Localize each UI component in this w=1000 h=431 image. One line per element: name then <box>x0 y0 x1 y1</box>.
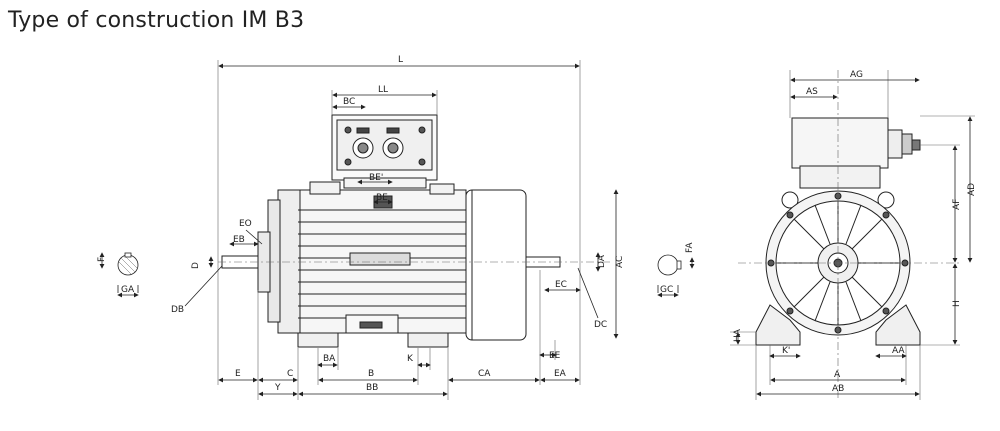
dim-B: B <box>368 369 374 379</box>
dim-AD: AD <box>967 183 977 196</box>
dim-AG: AG <box>850 70 863 80</box>
dim-L: L <box>398 55 403 65</box>
dim-GA: GA <box>121 285 135 295</box>
dim-E: E <box>235 369 241 379</box>
shaft-section-non-drive-end <box>657 254 695 298</box>
dim-FA: FA <box>685 242 695 253</box>
shaft-section-drive-end <box>99 252 139 298</box>
dim-EC: EC <box>555 280 567 290</box>
dim-AA: AA <box>892 346 905 356</box>
dim-DC: DC <box>594 320 607 330</box>
dim-K: K <box>407 354 414 364</box>
dim-EO: EO <box>239 219 252 229</box>
dim-BE: BE <box>376 193 388 203</box>
dim-F: F <box>97 257 107 262</box>
dim-GC: GC <box>660 285 673 295</box>
dim-BA: BA <box>323 354 336 364</box>
dim-C: C <box>287 369 293 379</box>
dim-K-prime: K' <box>782 346 790 356</box>
side-view-motor <box>221 114 561 348</box>
dim-DA: DA <box>597 254 607 268</box>
dim-DB: DB <box>171 305 184 315</box>
dim-EE: EE <box>549 351 561 361</box>
dim-BE-prime: BE' <box>369 173 383 183</box>
dim-AC: AC <box>615 256 625 268</box>
dim-AS: AS <box>806 87 818 97</box>
dim-LL: LL <box>378 85 388 95</box>
dim-EA: EA <box>554 369 567 379</box>
dim-AB: AB <box>832 384 844 394</box>
front-view-motor <box>755 117 921 346</box>
page-title: Type of construction IM B3 <box>8 8 305 33</box>
dim-A: A <box>834 370 841 380</box>
dim-CA: CA <box>478 369 491 379</box>
dim-AF: AF <box>952 199 962 210</box>
dim-D: D <box>191 262 201 269</box>
dim-Y: Y <box>274 383 281 393</box>
dim-HA: HA <box>733 328 743 342</box>
dim-BC: BC <box>343 97 355 107</box>
dim-H: H <box>952 300 962 307</box>
dim-BB: BB <box>366 383 378 393</box>
dim-EB: EB <box>233 235 245 245</box>
